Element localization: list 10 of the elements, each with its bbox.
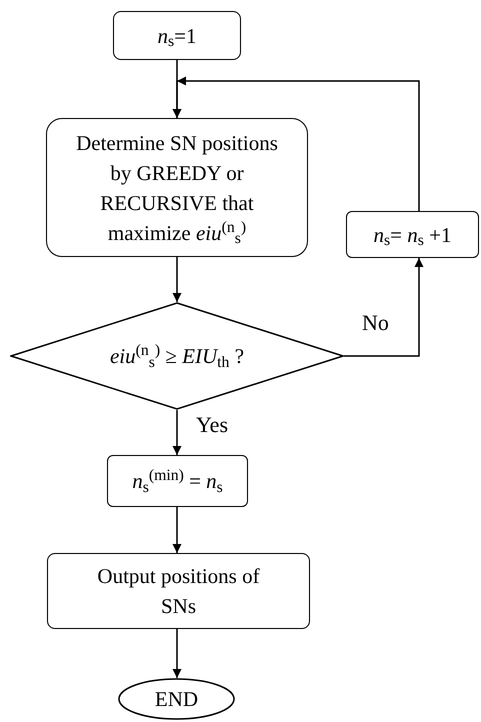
process-box: [113, 11, 241, 60]
node-text: END: [154, 686, 200, 713]
node-text: n$_{s}$$^{(min)}$ = n$_{s}$: [131, 466, 224, 496]
process-box: [107, 455, 248, 507]
node-text: n$_{s}$=1: [156, 22, 198, 50]
node-text: n$_{s}$= n$_{s}$ +1: [372, 222, 452, 250]
process-box: [47, 553, 310, 629]
process-box: [46, 118, 308, 257]
process-box: [346, 211, 479, 258]
node-text: Output positions of SNs: [96, 563, 261, 620]
